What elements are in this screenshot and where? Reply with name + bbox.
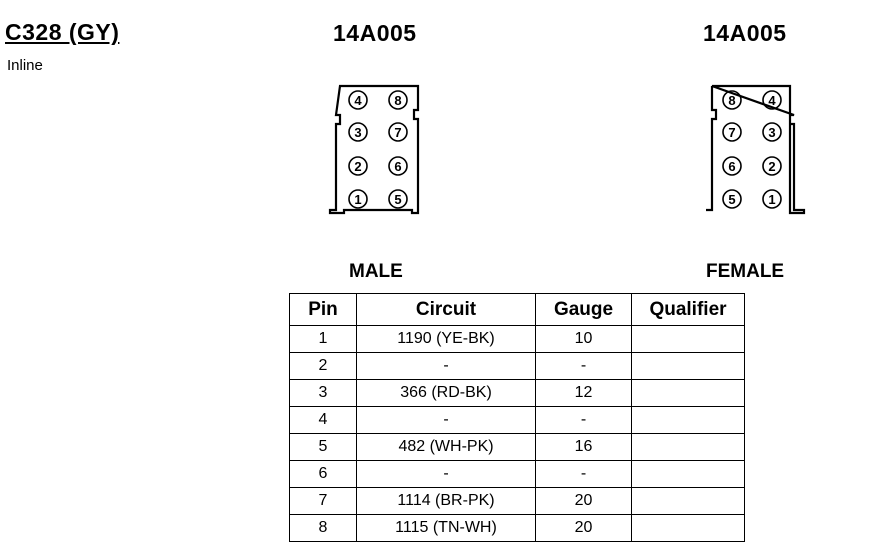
cell-qualifier (631, 514, 745, 542)
cell-pin: 4 (289, 406, 357, 434)
female-part-number: 14A005 (703, 20, 787, 46)
header-circuit: Circuit (356, 293, 536, 326)
cell-pin: 8 (289, 514, 357, 542)
cell-gauge: 12 (535, 379, 632, 407)
pin-circle (388, 156, 408, 176)
pin-circle (762, 90, 782, 110)
pin-circle (762, 156, 782, 176)
connector-id: C328 (GY) (5, 19, 120, 45)
cell-pin: 1 (289, 325, 357, 353)
pin-circle (762, 189, 782, 209)
cell-qualifier (631, 325, 745, 353)
pin-number: 5 (728, 192, 735, 207)
pin-number: 2 (768, 159, 775, 174)
table-row: 6-- (289, 460, 745, 488)
header-pin: Pin (289, 293, 357, 326)
pin-circle (722, 189, 742, 209)
cell-pin: 2 (289, 352, 357, 380)
table-row: 2-- (289, 352, 745, 380)
table-row: 4-- (289, 406, 745, 434)
cell-gauge: 20 (535, 487, 632, 515)
female-label: FEMALE (706, 261, 785, 282)
pin-circle (348, 90, 368, 110)
pin-number: 8 (728, 93, 735, 108)
connector-location: Inline (7, 57, 43, 74)
cell-gauge: - (535, 352, 632, 380)
cell-qualifier (631, 433, 745, 461)
pin-number: 7 (394, 125, 401, 140)
female-connector-outline (706, 84, 806, 215)
cell-gauge: - (535, 460, 632, 488)
cell-pin: 6 (289, 460, 357, 488)
cell-gauge: - (535, 406, 632, 434)
cell-circuit: 482 (WH-PK) (356, 433, 536, 461)
pin-number: 3 (354, 125, 361, 140)
pin-circle (348, 189, 368, 209)
pin-number: 6 (728, 159, 735, 174)
pin-number: 6 (394, 159, 401, 174)
pin-number: 4 (354, 93, 362, 108)
pin-number: 5 (394, 192, 401, 207)
male-connector-diagram: 4 8 3 7 2 6 1 5 (328, 84, 420, 215)
cell-pin: 3 (289, 379, 357, 407)
cell-circuit: - (356, 460, 536, 488)
cell-circuit: 1190 (YE-BK) (356, 325, 536, 353)
pin-circle (348, 156, 368, 176)
pin-circle (722, 122, 742, 142)
cell-circuit: 366 (RD-BK) (356, 379, 536, 407)
male-pin-group: 4 8 3 7 2 6 1 5 (348, 90, 408, 209)
pin-circle (762, 122, 782, 142)
pin-number: 3 (768, 125, 775, 140)
cell-circuit: 1114 (BR-PK) (356, 487, 536, 515)
cell-circuit: - (356, 406, 536, 434)
header-qualifier: Qualifier (631, 293, 745, 326)
pin-number: 1 (354, 192, 361, 207)
pin-circle (388, 90, 408, 110)
pin-number: 1 (768, 192, 775, 207)
female-pin-group: 8 4 7 3 6 2 5 1 (722, 90, 782, 209)
table-header-row: Pin Circuit Gauge Qualifier (289, 293, 745, 326)
pin-circle (348, 122, 368, 142)
pin-circle (722, 90, 742, 110)
pin-circle (388, 122, 408, 142)
male-label: MALE (349, 261, 403, 282)
pin-number: 4 (768, 93, 776, 108)
cell-gauge: 20 (535, 514, 632, 542)
male-connector-outline (328, 84, 420, 215)
pin-number: 8 (394, 93, 401, 108)
cell-qualifier (631, 406, 745, 434)
pin-circle (722, 156, 742, 176)
male-part-number: 14A005 (333, 20, 417, 46)
cell-qualifier (631, 379, 745, 407)
header-gauge: Gauge (535, 293, 632, 326)
cell-qualifier (631, 352, 745, 380)
pin-number: 7 (728, 125, 735, 140)
female-connector-diagram: 8 4 7 3 6 2 5 1 (706, 84, 806, 215)
pin-number: 2 (354, 159, 361, 174)
pin-circle (388, 189, 408, 209)
cell-pin: 7 (289, 487, 357, 515)
cell-qualifier (631, 460, 745, 488)
cell-circuit: 1115 (TN-WH) (356, 514, 536, 542)
cell-circuit: - (356, 352, 536, 380)
cell-gauge: 10 (535, 325, 632, 353)
cell-gauge: 16 (535, 433, 632, 461)
cell-pin: 5 (289, 433, 357, 461)
cell-qualifier (631, 487, 745, 515)
